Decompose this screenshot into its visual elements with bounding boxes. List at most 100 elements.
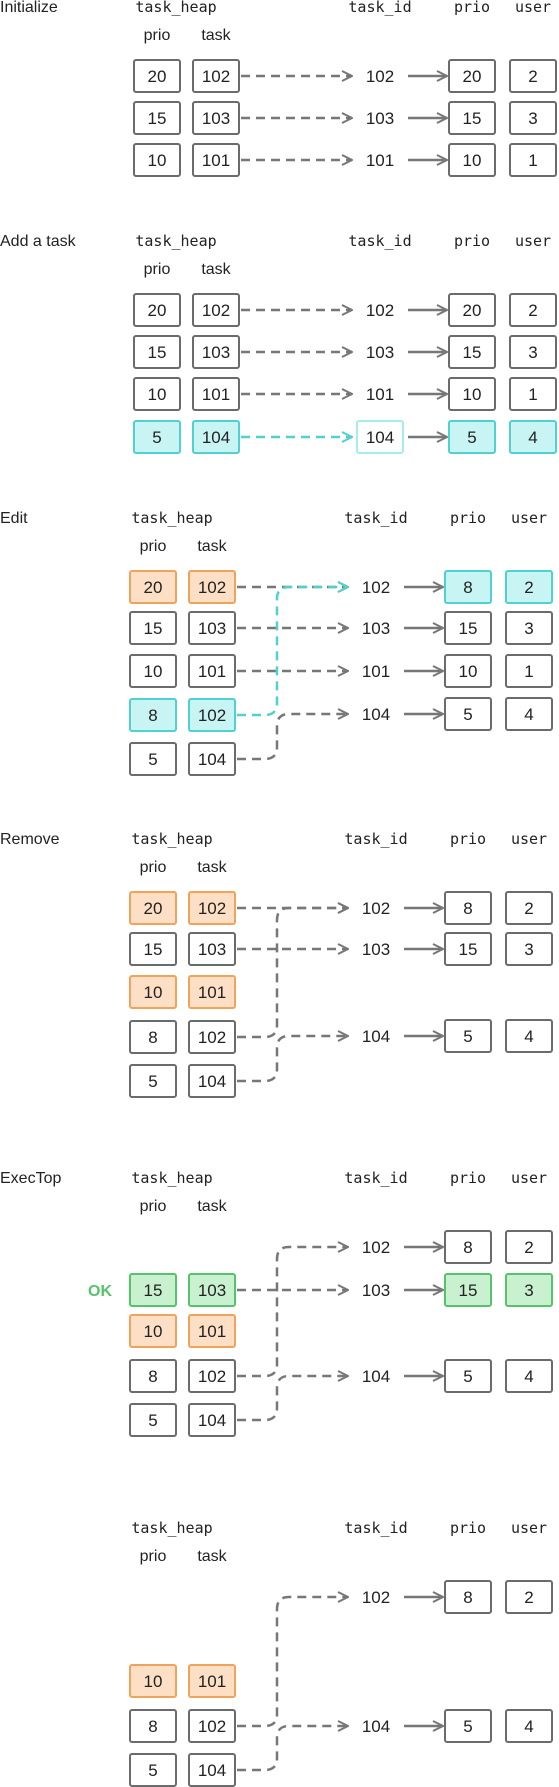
heap-task-box: [188, 611, 236, 645]
heap-task-box: [188, 1403, 236, 1437]
id-prio-value: 15: [463, 343, 482, 362]
heap-to-id-link: [237, 1726, 348, 1772]
id-prio-value: 8: [463, 1238, 472, 1257]
task-id-value: 104: [362, 1367, 390, 1386]
user-header: user: [511, 830, 547, 848]
id-user-box: [505, 1230, 553, 1264]
heap-prio-box: [129, 1314, 177, 1348]
heap-prio-box: [129, 1064, 177, 1098]
heap-prio-box: [129, 1359, 177, 1393]
heap-prio-value: 8: [148, 1717, 157, 1736]
task-id-value: 104: [362, 1717, 390, 1736]
heap-task-box: [188, 1709, 236, 1743]
heap-task-value: 103: [198, 619, 226, 638]
id-prio-box: [448, 59, 496, 93]
heap-task-box: [192, 101, 240, 135]
id-user-box: [505, 1273, 553, 1307]
task-id-value: 103: [362, 940, 390, 959]
heap-task-box: [188, 1664, 236, 1698]
id-prio-box: [444, 1230, 492, 1264]
heap-prio-value: 8: [148, 1367, 157, 1386]
heap-prio-box: [129, 975, 177, 1009]
id-user-box: [505, 654, 553, 688]
heap-task-value: 103: [198, 1281, 226, 1300]
id-user-value: 4: [528, 428, 537, 447]
heap-prio-box: [129, 1709, 177, 1743]
prio-subheader: prio: [144, 27, 171, 44]
task-subheader: task: [197, 859, 227, 876]
task-id-value: 104: [366, 428, 394, 447]
task-id-value: 102: [362, 1588, 390, 1607]
heap-prio-box: [129, 891, 177, 925]
ok-label: OK: [88, 1283, 112, 1300]
heap-task-value: 104: [202, 428, 230, 447]
id-user-value: 1: [528, 385, 537, 404]
id-user-box: [505, 1359, 553, 1393]
heap-task-value: 102: [198, 899, 226, 918]
heap-prio-value: 5: [148, 1072, 157, 1091]
heap-header: task_heap: [131, 509, 212, 527]
heap-prio-value: 15: [148, 343, 167, 362]
task-id-value: 102: [366, 67, 394, 86]
heap-prio-box: [129, 1664, 177, 1698]
heap-task-box: [192, 59, 240, 93]
id-prio-value: 8: [463, 578, 472, 597]
heap-prio-box: [129, 1403, 177, 1437]
heap-task-box: [188, 1020, 236, 1054]
id-user-box: [509, 143, 557, 177]
id-prio-value: 10: [463, 151, 482, 170]
heap-task-value: 104: [198, 750, 226, 769]
heap-prio-value: 20: [144, 899, 163, 918]
heap-task-value: 101: [202, 151, 230, 170]
id-user-value: 2: [528, 67, 537, 86]
id-prio-value: 8: [463, 899, 472, 918]
id-prio-value: 10: [463, 385, 482, 404]
heap-task-box: [188, 1064, 236, 1098]
heap-task-value: 102: [198, 578, 226, 597]
id-user-box: [505, 611, 553, 645]
heap-prio-value: 15: [144, 619, 163, 638]
id-user-value: 2: [524, 1588, 533, 1607]
heap-prio-value: 10: [148, 385, 167, 404]
id-user-box: [509, 420, 557, 454]
id-user-box: [509, 101, 557, 135]
prio-header: prio: [450, 1169, 486, 1187]
heap-task-value: 102: [198, 1367, 226, 1386]
heap-task-value: 104: [198, 1411, 226, 1430]
task-id-value: 104: [362, 705, 390, 724]
id-prio-box: [444, 611, 492, 645]
heap-task-box: [188, 742, 236, 776]
id-prio-box: [448, 293, 496, 327]
id-prio-box: [448, 101, 496, 135]
prio-header: prio: [454, 232, 490, 250]
heap-header: task_heap: [135, 232, 216, 250]
heap-to-id-link: [237, 1376, 348, 1422]
id-user-box: [505, 570, 553, 604]
heap-prio-box: [133, 420, 181, 454]
heap-prio-value: 10: [144, 1322, 163, 1341]
prio-header: prio: [450, 1519, 486, 1537]
id-prio-value: 8: [463, 1588, 472, 1607]
id-user-value: 4: [524, 1717, 533, 1736]
heap-prio-value: 5: [148, 1411, 157, 1430]
heap-prio-value: 5: [152, 428, 161, 447]
heap-task-value: 102: [202, 67, 230, 86]
heap-to-id-link: [237, 587, 348, 717]
id-user-value: 3: [524, 1281, 533, 1300]
heap-prio-value: 15: [148, 109, 167, 128]
heap-to-id-link: [237, 714, 348, 761]
id-prio-box: [444, 1580, 492, 1614]
heap-task-value: 102: [198, 1028, 226, 1047]
heap-prio-box: [133, 377, 181, 411]
heap-prio-value: 10: [144, 983, 163, 1002]
id-user-value: 4: [524, 1367, 533, 1386]
heap-to-id-link: [237, 1247, 348, 1378]
section-title: ExecTop: [0, 1170, 61, 1187]
task-subheader: task: [197, 538, 227, 555]
user-header: user: [511, 1169, 547, 1187]
